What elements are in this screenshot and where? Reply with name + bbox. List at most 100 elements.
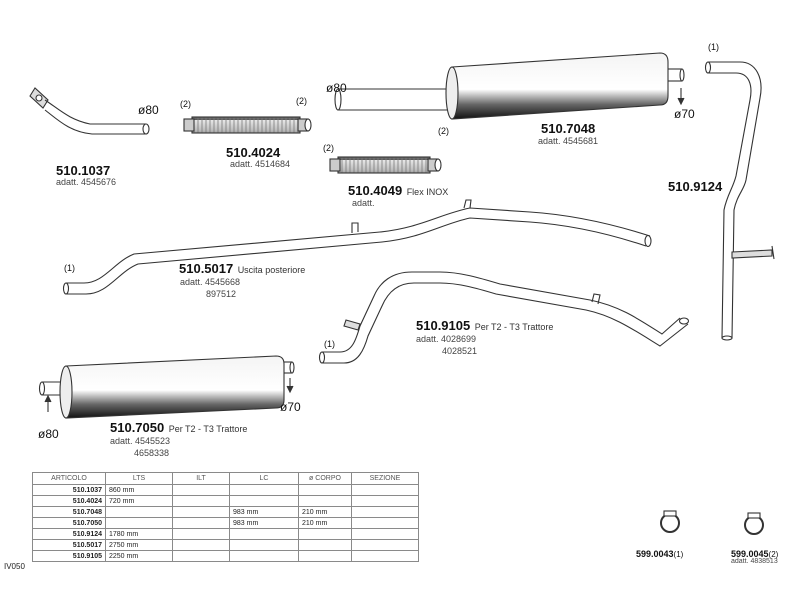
cell-ilt	[172, 528, 230, 540]
part-510-4024-flex	[183, 116, 312, 134]
cell-ilt	[172, 506, 230, 518]
cell-lc	[229, 550, 299, 562]
part-510-5017-qty: (1)	[64, 263, 75, 273]
part-510-7048-diameter-in: ø80	[326, 81, 347, 95]
cell-sezione	[351, 528, 419, 540]
cell-corpo	[298, 550, 352, 562]
cell-lts	[105, 517, 173, 529]
parts-table-header: ARTICOLO LTS ILT LC ø CORPO SEZIONE	[32, 472, 419, 485]
clamp-599-0043-qty: (1)	[673, 550, 684, 559]
table-row: 510.5017 2750 mm	[32, 539, 419, 551]
part-510-9124-qty: (1)	[708, 42, 719, 52]
cell-corpo: 210 mm	[298, 506, 352, 518]
part-510-9105-adatt: adatt. 4028699	[416, 334, 477, 344]
part-510-4049-flex	[329, 156, 442, 174]
part-510-7050-diameter-out: ø70	[280, 400, 301, 414]
part-510-5017-pipe	[62, 199, 652, 295]
part-510-4049-qty-right: (2)	[438, 126, 449, 136]
cell-articolo: 510.9105	[32, 550, 106, 562]
part-510-7048-adatt: adatt. 4545681	[538, 136, 599, 146]
cell-sezione	[351, 506, 419, 518]
part-510-7050-diameter-in: ø80	[38, 427, 59, 441]
cell-articolo: 510.4024	[32, 495, 106, 507]
cell-ilt	[172, 517, 230, 529]
cell-ilt	[172, 539, 230, 551]
part-510-1037-adatt: adatt. 4545676	[56, 177, 117, 187]
part-510-4024-adatt: adatt. 4514684	[230, 159, 291, 169]
table-row: 510.9105 2250 mm	[32, 550, 419, 562]
table-row: 510.4024 720 mm	[32, 495, 419, 507]
cell-lc	[229, 528, 299, 540]
part-510-9124-pipe	[704, 61, 775, 341]
part-510-5017-code: 510.5017	[179, 261, 234, 276]
clamp-599-0045-code: 599.0045	[731, 549, 769, 559]
part-510-7048-diameter-out: ø70	[674, 107, 695, 121]
part-510-4049-code: 510.4049	[348, 183, 403, 198]
part-510-1037-code: 510.1037	[56, 163, 111, 178]
cell-lts	[105, 506, 173, 518]
part-510-5017-adatt: adatt. 4545668	[180, 277, 241, 287]
cell-articolo: 510.9124	[32, 528, 106, 540]
part-510-9124-code: 510.9124	[668, 179, 723, 194]
col-header-lts: LTS	[105, 472, 173, 485]
cell-sezione	[351, 550, 419, 562]
col-header-sezione: SEZIONE	[351, 472, 419, 485]
part-510-7050-muffler	[38, 355, 295, 419]
part-510-9105-qty: (1)	[324, 339, 335, 349]
cell-lc: 983 mm	[229, 506, 299, 518]
table-row: 510.7050 983 mm 210 mm	[32, 517, 419, 529]
cell-lc	[229, 539, 299, 551]
part-510-7050-desc: Per T2 - T3 Trattore	[168, 424, 248, 434]
cell-corpo	[298, 484, 352, 496]
cell-ilt	[172, 550, 230, 562]
part-510-7048-code: 510.7048	[541, 121, 596, 136]
cell-corpo	[298, 539, 352, 551]
cell-ilt	[172, 495, 230, 507]
part-510-1037-diameter: ø80	[138, 103, 159, 117]
cell-lc	[229, 495, 299, 507]
table-row: 510.1037 860 mm	[32, 484, 419, 496]
cell-sezione	[351, 517, 419, 529]
part-510-9105-adatt-2: 4028521	[442, 346, 478, 356]
part-510-9105-pipe	[318, 271, 690, 364]
part-510-4024-qty-right: (2)	[296, 96, 307, 106]
cell-ilt	[172, 484, 230, 496]
cell-articolo: 510.1037	[32, 484, 106, 496]
part-510-4049-qty-left: (2)	[323, 143, 334, 153]
cell-articolo: 510.7050	[32, 517, 106, 529]
part-510-5017-desc: Uscita posteriore	[237, 265, 306, 275]
cell-corpo: 210 mm	[298, 517, 352, 529]
clamp-599-0043-code: 599.0043	[636, 549, 674, 559]
part-510-7050-code: 510.7050	[110, 420, 165, 435]
clamp-599-0043-icon	[660, 510, 680, 533]
cell-lc	[229, 484, 299, 496]
cell-articolo: 510.5017	[32, 539, 106, 551]
cell-sezione	[351, 484, 419, 496]
col-header-ilt: ILT	[172, 472, 230, 485]
col-header-lc: LC	[229, 472, 299, 485]
cell-corpo	[298, 495, 352, 507]
cell-corpo	[298, 528, 352, 540]
cell-articolo: 510.7048	[32, 506, 106, 518]
part-510-1037-pipe	[29, 87, 150, 135]
part-510-7048-muffler	[334, 52, 685, 120]
cell-lts: 2250 mm	[105, 550, 173, 562]
part-510-4049-desc: Flex INOX	[406, 187, 449, 197]
side-code: IV050	[4, 562, 25, 571]
cell-lts: 720 mm	[105, 495, 173, 507]
part-510-7050-adatt: adatt. 4545523	[110, 436, 171, 446]
part-510-4024-code: 510.4024	[226, 145, 281, 160]
clamp-599-0045-qty: (2)	[768, 550, 779, 559]
table-row: 510.9124 1780 mm	[32, 528, 419, 540]
part-510-4049-adatt: adatt.	[352, 198, 375, 208]
cell-sezione	[351, 539, 419, 551]
clamp-599-0045-icon	[744, 512, 764, 535]
part-510-7050-adatt-2: 4658338	[134, 448, 170, 458]
col-header-articolo: ARTICOLO	[32, 472, 106, 485]
cell-lts: 860 mm	[105, 484, 173, 496]
clamp-599-0045-adatt: adatt. 4838513	[731, 558, 778, 565]
cell-lts: 2750 mm	[105, 539, 173, 551]
cell-lc: 983 mm	[229, 517, 299, 529]
part-510-9105-code: 510.9105	[416, 318, 471, 333]
